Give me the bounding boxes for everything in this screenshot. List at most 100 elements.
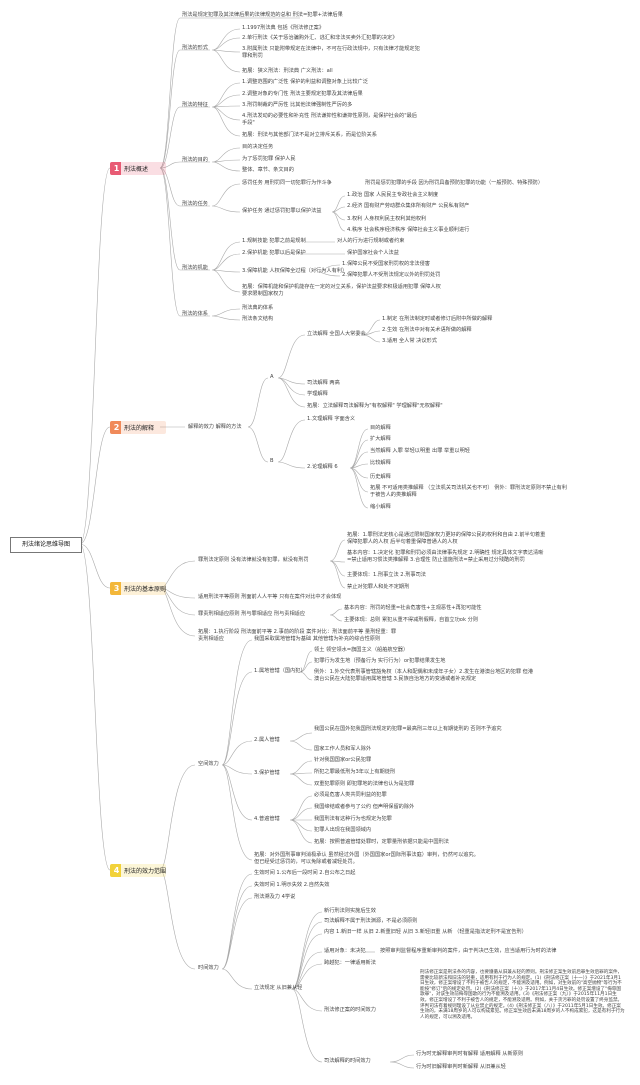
- b2-meth-item[interactable]: 比较解释: [370, 460, 391, 466]
- b2-meth-item[interactable]: 当然解释 入罪 举轻以明重 出罪 举重以明轻: [370, 448, 470, 454]
- b4-univ-item[interactable]: 我国缔结或者参与了公约 但声明保留的除外: [314, 804, 415, 810]
- b1-task[interactable]: 刑法的任务: [182, 201, 208, 207]
- b2-meth-item[interactable]: 扩大解释: [370, 436, 391, 442]
- b4-interp-item[interactable]: 行为时旧解释审判时新解释 从旧兼从轻: [416, 1064, 506, 1070]
- b2-meth-item[interactable]: 目的解释: [370, 425, 391, 431]
- b4-retro-obj2[interactable]: 按照审判监督程序重新审判的案件，由于判决已生效，应当适用行为时的法律: [380, 948, 557, 954]
- b4-univ-item[interactable]: 犯罪人出现在我国领域内: [314, 827, 372, 833]
- b1-intro[interactable]: 刑法是规定犯罪及其法律后果的法律规范的总和 刑法=犯罪+法律后果: [182, 12, 343, 18]
- b4-pers-item[interactable]: 国家工作人员和军人除外: [314, 746, 372, 752]
- b1-func-a2[interactable]: 对人的行为进行规制或者约束: [337, 238, 405, 244]
- b1-purpose-item[interactable]: 为了惩罚犯罪 保护人民: [242, 156, 296, 162]
- b4-prot-item[interactable]: 双重犯罪原则 即犯罪地的法律也认为是犯罪: [314, 781, 415, 787]
- b1-system-item[interactable]: 刑法条文结构: [242, 316, 274, 322]
- b4-univ-item[interactable]: 必须是危害人类共同利益的犯罪: [314, 792, 387, 798]
- b1-form-item[interactable]: 1.1997刑法典 包括《刑法修正案》: [242, 25, 325, 31]
- b1-purpose-item[interactable]: 整体、章节、条文目的: [242, 167, 294, 173]
- b1-purpose[interactable]: 刑法的目的: [182, 157, 208, 163]
- b3-equality[interactable]: 适用刑法平等原则 刑面前人人平等 只有在案件对比中才会体现: [198, 594, 342, 600]
- b4-prot[interactable]: 3.保护管辖: [254, 770, 280, 776]
- b3-legality-item[interactable]: 基本内容：1.决定化 犯罪和刑罚必须由法律事先规定 2.明确性 规定具体文字表达…: [347, 550, 544, 563]
- b4-terr-item[interactable]: 犯罪行为发生地（预备行为 实行行为）or犯罪结果发生地: [314, 658, 446, 664]
- b2-meth-a[interactable]: 1.文理解释 字面含义: [307, 416, 356, 422]
- b2-eff-a-item[interactable]: 2.生效 在刑法中对有关术语所做的解释: [382, 327, 472, 333]
- b3-note[interactable]: 拓展：1.执行阶段 刑法面前平等 2.事前的阶段 案件对比：刑法面前平等 量刑轻…: [198, 629, 397, 642]
- b1-func[interactable]: 刑法的机能: [182, 265, 208, 271]
- b4-retro[interactable]: 立法规定 从旧兼从轻: [254, 985, 303, 991]
- b4-space-intro[interactable]: 我国采取属地管辖为基础 其他管辖为补充的综合性原则: [254, 636, 381, 642]
- b1-form[interactable]: 刑法的形式: [182, 45, 208, 51]
- b3-legality[interactable]: 罪刑法定原则 没有法律就没有犯罪，就没有刑罚: [198, 557, 309, 563]
- b3-legality-item[interactable]: 主要体现：1.刑事立法 2.刑事司法: [347, 572, 426, 578]
- b4-univ-item[interactable]: 拓展：按照普遍管辖处罪时，定罪量刑依据只能是中国刑法: [314, 839, 449, 845]
- b3-legality-item[interactable]: 禁止对犯罪人和处不定期刑: [347, 584, 410, 590]
- b2-eff-a-item[interactable]: 1.制定 在刑法制定时或者修订后附中所做的解释: [382, 316, 493, 322]
- b4-prot-item[interactable]: 针对我国国家or公民犯罪: [314, 757, 372, 763]
- b1-task-b-item[interactable]: 4.秩序 社会秩序经济秩序 保障社会主义事业顺利进行: [347, 227, 470, 233]
- b1-feature[interactable]: 刑法的特征: [182, 102, 208, 108]
- b1-task-a[interactable]: 惩罚任务 用刑罚同一切犯罪行为作斗争: [242, 180, 332, 186]
- b4-interp-item[interactable]: 行为时无解释审判时有解释 适用解释 从新原则: [416, 1051, 524, 1057]
- b4-terr[interactable]: 1.属地管辖（国内犯）: [254, 668, 306, 674]
- b3-prop[interactable]: 罪责刑相适应原则 刑与罪相适应 刑与责相适应: [198, 611, 306, 617]
- b4-pers-item[interactable]: 我国公民在国外犯我国刑法规定的犯罪=最高刑三年以上有期徒刑的 否则不予追究: [314, 726, 502, 732]
- b4-terr-item[interactable]: 例外：1.外交代表刑事管辖豁免权（本人和配偶和未成年子女）2.发生在港澳台地区的…: [314, 669, 534, 682]
- b1-task-a2[interactable]: 刑罚是惩罚犯罪的手段 因为刑罚具备预防犯罪的功能（一般预防、特殊预防）: [365, 180, 544, 186]
- b3-legality-note[interactable]: 拓展：1.罪刑法定核心是通过限制国家权力更好的保障公民的权利和自由 2.前半句着…: [347, 532, 546, 545]
- b1-func-c[interactable]: 3.保障机能 人权保障全过程（对行为人有利）: [242, 268, 348, 274]
- b1-func-b[interactable]: 2.保护机能 犯罪以后是保护: [242, 250, 306, 256]
- b4-interp[interactable]: 司法解释的时间效力: [324, 1058, 371, 1064]
- b2-eff-a[interactable]: 立法解释 全国人大常委会: [307, 331, 366, 337]
- b4-pers[interactable]: 2.属人管辖: [254, 737, 280, 743]
- b1-feature-item[interactable]: 4.刑法发动的必要性和补充性 刑法谦抑性和谦抑性原则，是保护社会的"最后手段": [242, 113, 417, 126]
- b4-time-item[interactable]: 失效时间 1.明示失效 2.自然失效: [254, 882, 330, 888]
- b1-form-item[interactable]: 2.单行刑法《关于惩治骗购外汇、逃汇和非法买卖外汇犯罪的决定》: [242, 35, 398, 41]
- b1-system-item[interactable]: 刑法典的体系: [242, 305, 274, 311]
- b2-main[interactable]: 解释的效力 解释的方法: [188, 424, 242, 430]
- b2-meth-item[interactable]: 缩小解释: [370, 504, 391, 510]
- b2-eff-item[interactable]: 拓展：立法解释司法解释为"有权解释" 学理解释"无权解释": [307, 403, 443, 409]
- b1-func-note[interactable]: 拓展：保障机能和保护机能存在一定的对立关系，保护法益要求积极适用犯罪 保障人权要…: [242, 284, 441, 297]
- b2-meth[interactable]: B: [270, 458, 274, 464]
- b3-prop-item[interactable]: 基本内容：刑罚的轻重=社会危害性+主观恶性+再犯可能性: [344, 605, 482, 611]
- b4-amend-text[interactable]: 刑法修正案是刑法条的内容，也要遵循从旧兼从轻的原则。刑法修正案生效前后罪生效后罪…: [420, 970, 625, 1020]
- b4-terr-item[interactable]: 领土 领空领水=旗国主义（船舶航空器）: [314, 647, 409, 653]
- b1-task-b-item[interactable]: 2.经济 国有财产劳动群众集体所有财产 公民私有财产: [347, 203, 470, 209]
- b2-eff-item[interactable]: 学理解释: [307, 391, 328, 397]
- b4-retro-item[interactable]: 内容 1.新旧一样 从旧 2.新重旧轻 从旧 3.新轻旧重 从新 （轻重是指法定…: [324, 929, 527, 935]
- b2-meth-item[interactable]: 拓展 不可适用类推解释 （立法机关司法机关也不可） 例外：罪刑法定原则不禁止有利…: [370, 485, 567, 498]
- b1-purpose-item[interactable]: 目的决定任务: [242, 144, 274, 150]
- b4-univ[interactable]: 4.普遍管辖: [254, 816, 280, 822]
- b4-time-item[interactable]: 刑法溯及力 4学说: [254, 894, 296, 900]
- b1-func-b2[interactable]: 保护国家社会个人法益: [347, 250, 399, 256]
- b1-form-item[interactable]: 拓展：狭义刑法：刑法典 广义刑法：all: [242, 68, 333, 74]
- b4-space-note[interactable]: 拓展：对外国刑事审判消极承认 虽然经过外国（外国国家or国际刑事法庭）审判，仍然…: [254, 852, 479, 865]
- b1-feature-item[interactable]: 2.调整对象的专门性 刑法主要规定犯罪及其法律后果: [242, 91, 363, 97]
- b4-univ-item[interactable]: 我国刑法有这种行为也规定为犯罪: [314, 816, 392, 822]
- b1-task-b[interactable]: 保护任务 通过惩罚犯罪以保护法益: [242, 208, 322, 214]
- b1-task-b-item[interactable]: 1.政治 国家 人民民主专政社会主义制度: [347, 192, 439, 198]
- b4-time-item[interactable]: 生效时间 1.公布后一段时间 2.自公布之日起: [254, 870, 356, 876]
- b2-eff-item[interactable]: 司法解释 两高: [307, 380, 340, 386]
- b1-feature-item[interactable]: 拓展：刑法与其他部门法不是对立排斥关系，而是位阶关系: [242, 132, 377, 138]
- b4-time[interactable]: 时间效力: [198, 965, 219, 971]
- b4-retro-item[interactable]: 司法解释不属于刑法渊源，不是必须原则: [324, 918, 418, 924]
- b1-feature-item[interactable]: 3.刑罚制裁的严厉性 比其他法律强制性严厉的多: [242, 102, 353, 108]
- b4-retro-item[interactable]: 新行刑法则实施后生效: [324, 908, 376, 914]
- b4-space[interactable]: 空间效力: [198, 761, 219, 767]
- b2-meth-item[interactable]: 历史解释: [370, 474, 391, 480]
- b1-feature-item[interactable]: 1.调整范围的广泛性 保护的利益和调整对象上比较广泛: [242, 79, 368, 85]
- b1-form-item[interactable]: 3.附属刑法 只能附带规定在法律中，不可在行政法规中，只有法律才能规定犯罪和刑罚: [242, 46, 420, 59]
- b1-system[interactable]: 刑法的体系: [182, 311, 208, 317]
- b1-func-c-item[interactable]: 2.保障犯罪人不受刑法规定以外的刑罚处罚: [342, 272, 441, 278]
- b4-amend[interactable]: 刑法修正案的时间效力: [324, 1007, 376, 1013]
- b4-prot-item[interactable]: 所犯之罪最低刑为3年以上有期徒刑: [314, 769, 396, 775]
- b3-prop-item[interactable]: 主要体现：总则 累犯从重不得减刑假释，自首立功ok 分则: [344, 617, 478, 623]
- b2-eff-a-item[interactable]: 3.适用 全人常 决议形式: [382, 338, 437, 344]
- b2-eff[interactable]: A: [270, 374, 274, 380]
- b4-retro-cont[interactable]: 跨越犯：一律适用新法: [324, 960, 376, 966]
